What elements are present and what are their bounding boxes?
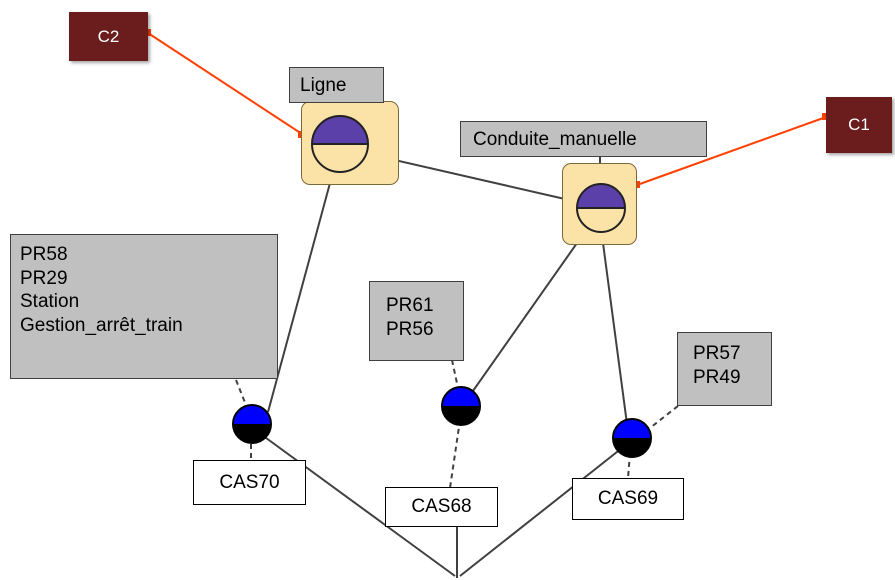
note-line: PR29 xyxy=(20,267,68,289)
callout-c2-leader xyxy=(147,32,303,135)
cas68-node-outline xyxy=(441,386,481,426)
ligne-label[interactable]: Ligne xyxy=(289,67,384,103)
note-line: PR58 xyxy=(20,244,68,265)
conduite-node[interactable] xyxy=(575,182,627,234)
cas69-label[interactable]: CAS69 xyxy=(572,478,684,520)
callout-c1[interactable]: C1 xyxy=(826,97,892,153)
edge-conduite-cas69 xyxy=(600,227,628,425)
note-line: PR61 xyxy=(386,295,434,316)
cas68-node-top xyxy=(442,387,480,406)
edge-cas69-root xyxy=(459,447,623,577)
ligne-label-text: Ligne xyxy=(300,75,347,96)
ligne-node-top-half xyxy=(312,116,368,144)
cas70-label-text: CAS70 xyxy=(219,471,280,493)
cas70-node-top xyxy=(233,405,271,424)
cas68-label-text: CAS68 xyxy=(411,496,472,517)
conduite-label[interactable]: Conduite_manuelle xyxy=(460,121,707,157)
note-line: PR57 xyxy=(693,343,741,364)
left-note-box[interactable]: PR58 PR29 Station Gestion_arrêt_train xyxy=(10,234,278,379)
conduite-label-text: Conduite_manuelle xyxy=(473,129,637,150)
cas68-label[interactable]: CAS68 xyxy=(385,487,498,527)
cas70-label[interactable]: CAS70 xyxy=(193,460,306,505)
cas70-node-outline xyxy=(232,404,272,444)
callout-c1-leader xyxy=(636,116,827,186)
middle-note-box[interactable]: PR61 PR56 xyxy=(369,281,464,361)
dashed-connector xyxy=(451,359,459,389)
cas70-node-bottom xyxy=(233,424,271,443)
conduite-node-top-half xyxy=(577,184,625,208)
edge-ligne-conduite xyxy=(363,152,579,203)
cas69-node[interactable] xyxy=(611,417,653,459)
ligne-node[interactable] xyxy=(310,114,370,174)
cas68-node[interactable] xyxy=(440,385,482,427)
cas70-node[interactable] xyxy=(231,403,273,445)
cas68-node-bottom xyxy=(442,406,480,425)
edge-ligne-cas70 xyxy=(267,171,334,413)
note-line: PR49 xyxy=(693,366,741,388)
cas69-node-outline xyxy=(612,418,652,458)
callout-c1-text: C1 xyxy=(848,115,870,134)
note-line: Gestion_arrêt_train xyxy=(20,314,183,336)
callout-c1-marker xyxy=(822,113,829,120)
callout-c2-text: C2 xyxy=(97,26,120,46)
dashed-connector xyxy=(449,419,461,489)
note-line: Station xyxy=(20,291,80,312)
callout-c2[interactable]: C2 xyxy=(69,12,148,61)
edge-cas70-root xyxy=(261,434,456,577)
cas69-node-top xyxy=(613,419,651,438)
right-note-box[interactable]: PR57 PR49 xyxy=(677,332,772,406)
edge-conduite-cas68 xyxy=(467,225,590,399)
note-line: PR56 xyxy=(386,318,434,340)
dashed-connector xyxy=(649,405,679,429)
cas69-label-text: CAS69 xyxy=(597,488,659,509)
cas69-node-bottom xyxy=(613,438,651,457)
